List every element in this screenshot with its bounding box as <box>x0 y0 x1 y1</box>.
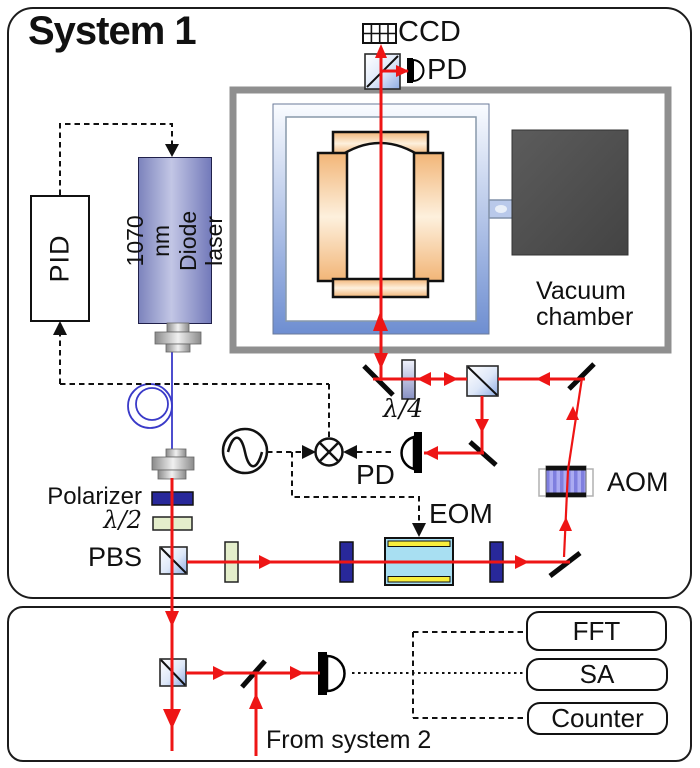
eom-label: EOM <box>429 498 493 529</box>
half-waveplate-label: λ/2 <box>103 506 142 534</box>
from-system2-label: From system 2 <box>266 726 432 754</box>
ccd-label: CCD <box>398 16 461 48</box>
page-title: System 1 <box>28 9 197 53</box>
vacuum-chamber-label: Vacuum chamber <box>536 277 634 332</box>
fft-label: FFT <box>572 615 621 646</box>
quarter-waveplate-label: λ/4 <box>383 394 424 423</box>
sa-label: SA <box>579 659 615 689</box>
pid-label: PID <box>44 234 75 283</box>
sa-box: SA <box>526 658 668 691</box>
pd-top-label: PD <box>427 54 468 86</box>
pbs-label: PBS <box>87 542 142 572</box>
diode-laser-box: 1070 nm Diode laser <box>122 157 227 324</box>
fft-box: FFT <box>526 611 667 651</box>
pid-controller-box: PID <box>30 195 90 322</box>
aom-label: AOM <box>607 467 669 497</box>
counter-label: Counter <box>551 703 644 733</box>
counter-box: Counter <box>527 702 668 735</box>
pd-lock-label: PD <box>356 459 395 490</box>
diode-laser-label: 1070 nm Diode laser <box>122 210 228 271</box>
polarizer-label: Polarizer <box>47 483 142 510</box>
